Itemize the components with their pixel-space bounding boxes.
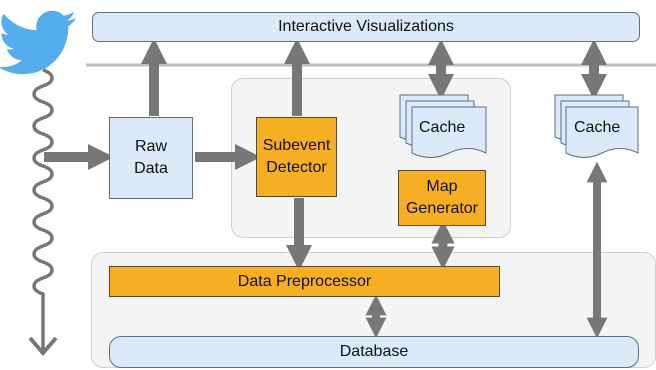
map-generator-node: Map Generator (398, 170, 486, 226)
subevent-detector-label-line1: Subevent (262, 137, 331, 155)
cache-left-label: Cache (419, 119, 466, 136)
map-generator-label-line1: Map (426, 178, 458, 196)
subevent-detector-label-line2: Detector (266, 159, 327, 176)
interactive-visualizations-bar: Interactive Visualizations (92, 12, 640, 42)
map-generator-label-line2: Generator (405, 200, 479, 217)
cache-right-icon (554, 94, 639, 158)
tweet-stream-arrowhead (28, 336, 58, 357)
database-node: Database (109, 336, 639, 368)
database-label: Database (339, 343, 409, 361)
cache-right-label: Cache (574, 119, 621, 136)
twitter-bird-icon (0, 10, 76, 75)
tweet-stream-line (32, 68, 54, 352)
raw-data-label-line2: Data (134, 160, 168, 177)
raw-data-node: Raw Data (109, 117, 193, 199)
cache-left-icon (399, 94, 487, 158)
interactive-visualizations-label: Interactive Visualizations (278, 18, 454, 36)
subevent-detector-node: Subevent Detector (256, 117, 337, 197)
data-preprocessor-label: Data Preprocessor (237, 272, 372, 290)
raw-data-label-line1: Raw (134, 138, 167, 156)
data-preprocessor-node: Data Preprocessor (109, 266, 500, 297)
